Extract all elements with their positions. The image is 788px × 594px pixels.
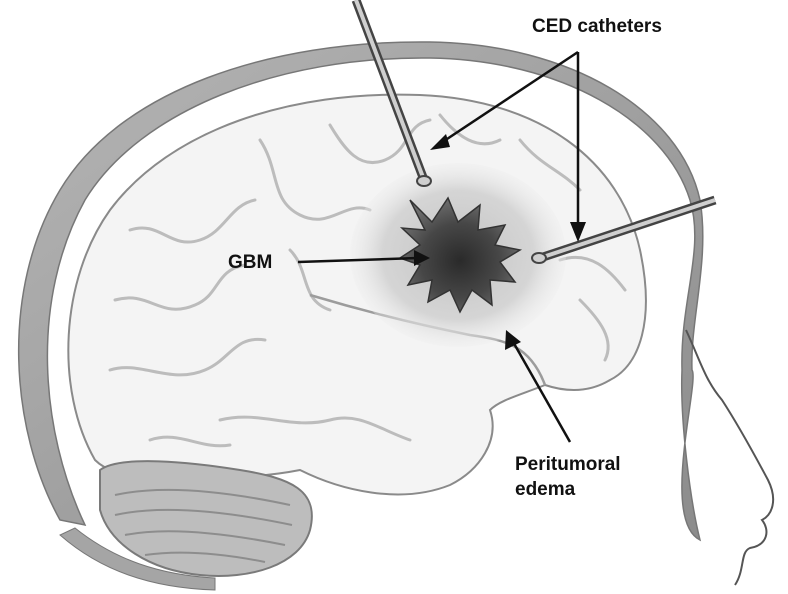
catheter-top bbox=[351, 0, 432, 187]
arrow-edema bbox=[510, 339, 572, 443]
cerebrum bbox=[67, 93, 647, 496]
peritumoral-label-line2: edema bbox=[515, 479, 576, 500]
arrow-gbm bbox=[297, 256, 419, 264]
cerebellum bbox=[99, 460, 313, 577]
ced-catheters-label: CED catheters bbox=[532, 16, 662, 37]
arrowhead-edema bbox=[505, 330, 521, 350]
arrowhead-top-catheter bbox=[430, 134, 450, 150]
arrows bbox=[297, 50, 586, 443]
gyri-folds bbox=[108, 113, 627, 448]
arrowhead-right-catheter bbox=[570, 222, 586, 242]
arrowhead-gbm bbox=[414, 250, 430, 266]
gbm-label: GBM bbox=[228, 252, 273, 273]
peritumoral-label-line1: Peritumoral bbox=[515, 454, 621, 475]
face-profile bbox=[685, 329, 775, 586]
skull-shell bbox=[17, 41, 704, 591]
arrow-ced-to-top-catheter bbox=[437, 50, 579, 147]
peritumoral-edema-label: Peritumoral edema bbox=[515, 452, 621, 502]
catheter-right bbox=[531, 195, 717, 264]
